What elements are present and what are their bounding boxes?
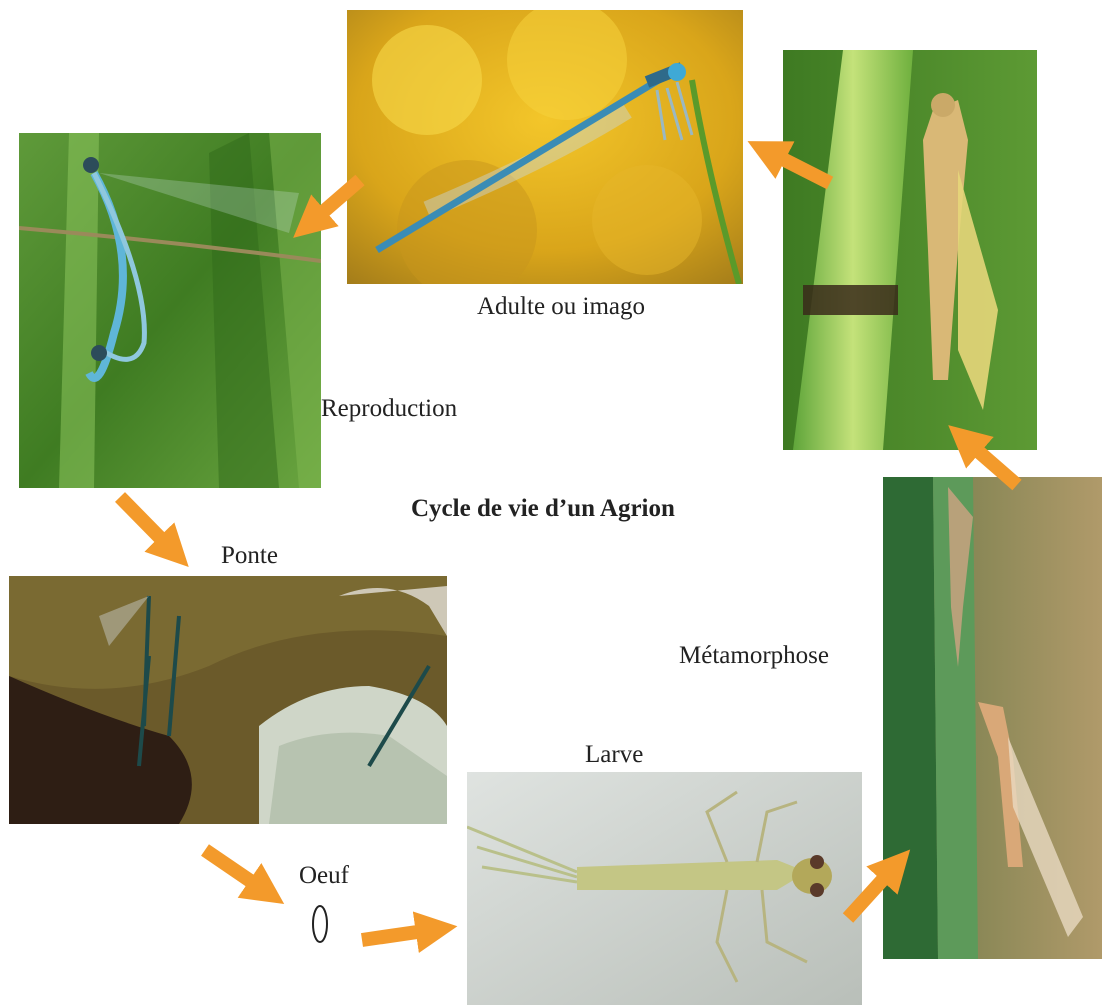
arrow-reproduction-to-ponte <box>120 497 175 553</box>
arrow-oeuf-to-larve <box>362 929 438 940</box>
emergence-photo <box>783 50 1037 450</box>
diagram-title: Cycle de vie d’un Agrion <box>411 496 675 521</box>
ponte-photo <box>9 576 447 824</box>
metamorphose-label: Métamorphose <box>679 643 829 668</box>
larve-label: Larve <box>585 742 643 767</box>
reproduction-label: Reproduction <box>321 396 457 421</box>
larve-photo <box>467 772 862 1005</box>
oeuf-label: Oeuf <box>299 863 349 888</box>
reproduction-photo <box>19 133 321 488</box>
adult-label: Adulte ou imago <box>477 294 645 319</box>
ponte-label: Ponte <box>221 543 278 568</box>
metamorphose-photo <box>883 477 1102 959</box>
adult-photo <box>347 10 743 284</box>
egg-icon <box>308 900 332 948</box>
arrow-ponte-to-oeuf <box>205 850 268 893</box>
